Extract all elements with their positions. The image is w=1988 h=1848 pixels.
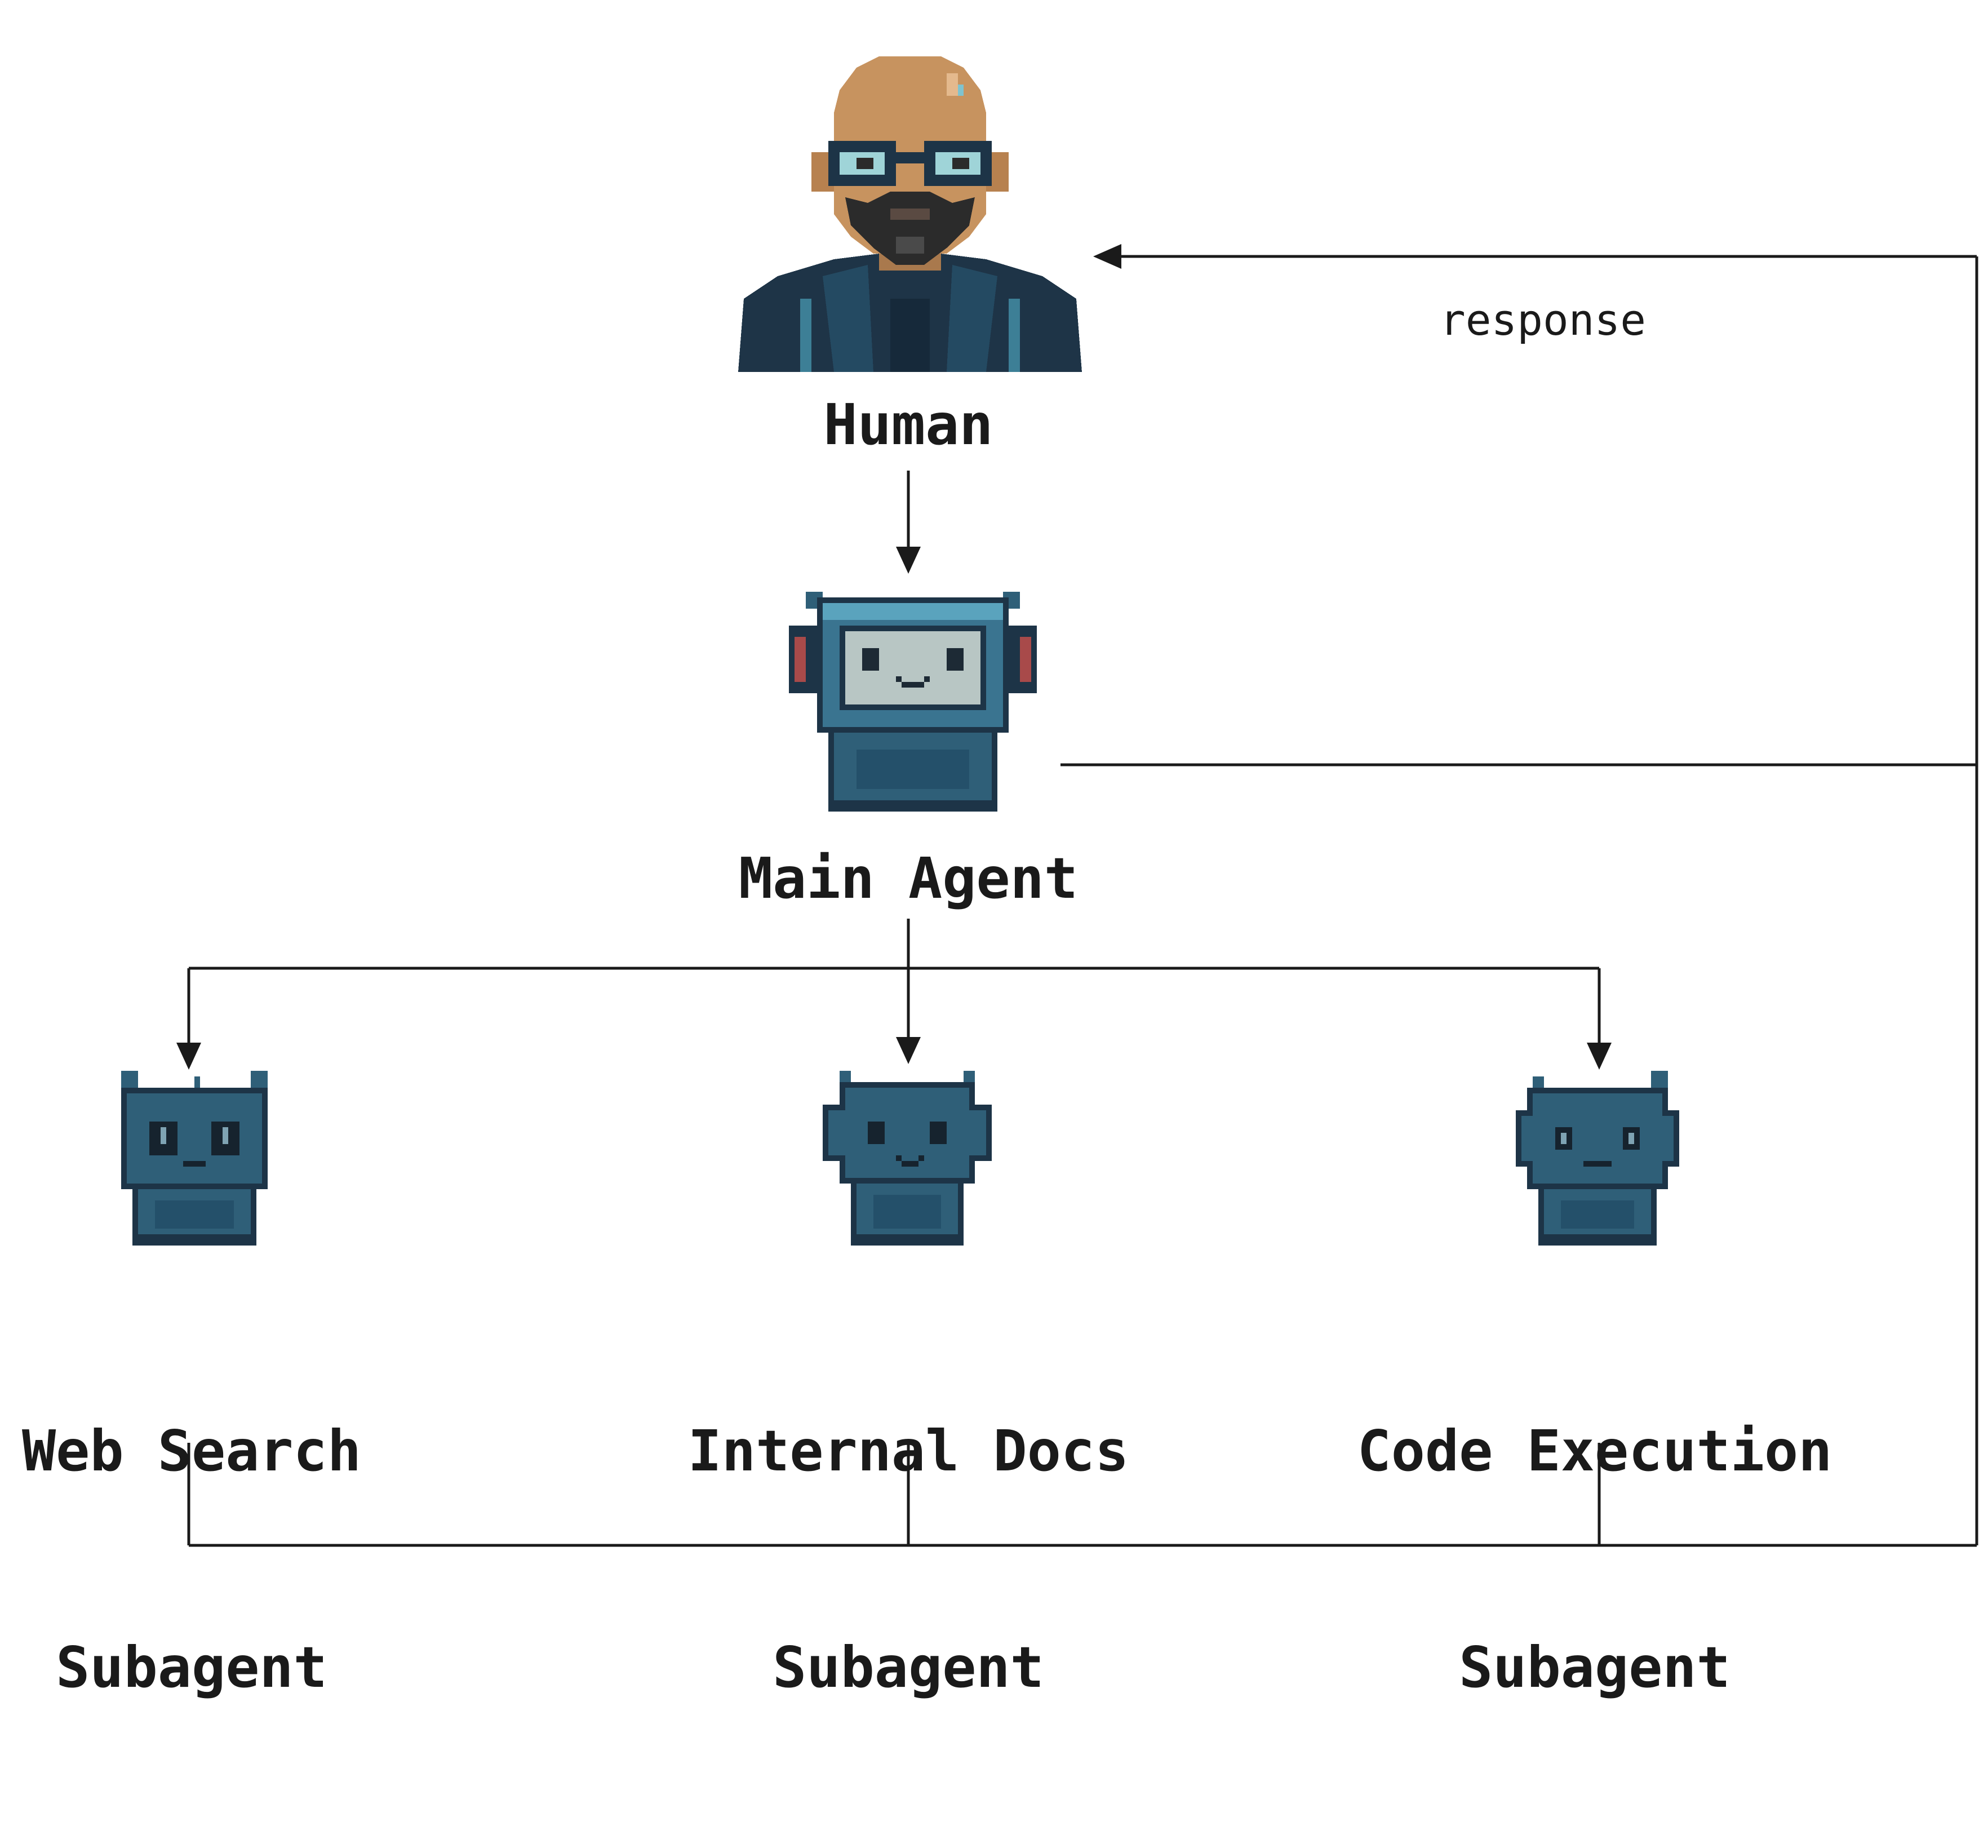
web-search-label: Web Search Subagent — [22, 1271, 361, 1848]
agent-diagram: Human Main Agent Web Search Subagent Int… — [22, 56, 1978, 1700]
arrow-human-to-main — [896, 547, 921, 574]
code-execution-label-line1: Code Execution — [1357, 1418, 1832, 1484]
human-label: Human — [823, 392, 993, 458]
web-search-robot-icon — [121, 1071, 268, 1246]
arrow-to-internal-docs — [896, 1037, 921, 1064]
web-search-label-line1: Web Search — [21, 1418, 362, 1484]
internal-docs-robot-icon — [823, 1071, 992, 1246]
internal-docs-label-line2: Subagent — [773, 1634, 1044, 1700]
arrow-to-web-search — [176, 1043, 201, 1070]
response-edge-label: response — [1439, 295, 1647, 345]
connectors — [176, 244, 1978, 1547]
internal-docs-label-line1: Internal Docs — [687, 1418, 1129, 1484]
web-search-label-line2: Subagent — [56, 1634, 327, 1700]
arrow-response-to-human — [1093, 244, 1121, 269]
code-execution-label-line2: Subagent — [1459, 1634, 1730, 1700]
arrow-to-code-execution — [1587, 1043, 1612, 1070]
human-avatar-icon — [738, 56, 1082, 372]
code-execution-label: Code Execution Subagent — [1357, 1271, 1832, 1848]
main-agent-robot-icon — [789, 592, 1037, 812]
main-agent-label: Main Agent — [738, 845, 1079, 911]
code-execution-robot-icon — [1516, 1071, 1679, 1246]
internal-docs-label: Internal Docs Subagent — [688, 1271, 1129, 1848]
